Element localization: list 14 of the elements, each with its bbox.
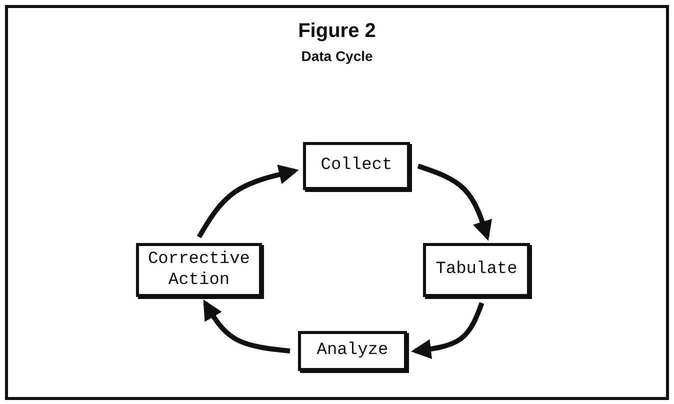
process-box [303,142,410,190]
process-box [423,243,530,297]
step-label: Collect [320,155,392,177]
step-label: Tabulate [436,259,518,281]
cycle-arrow [417,164,492,241]
figure-title: Figure 2 [297,20,377,43]
process-box [298,331,407,371]
figure-subtitle: Data Cycle [300,48,374,64]
process-box [136,243,262,297]
cycle-arrow [411,302,484,360]
cycle-arrow [203,300,290,354]
step-label: Analyze [316,340,388,362]
step-label: Corrective Action [146,248,252,292]
cycle-arrow [196,164,299,238]
